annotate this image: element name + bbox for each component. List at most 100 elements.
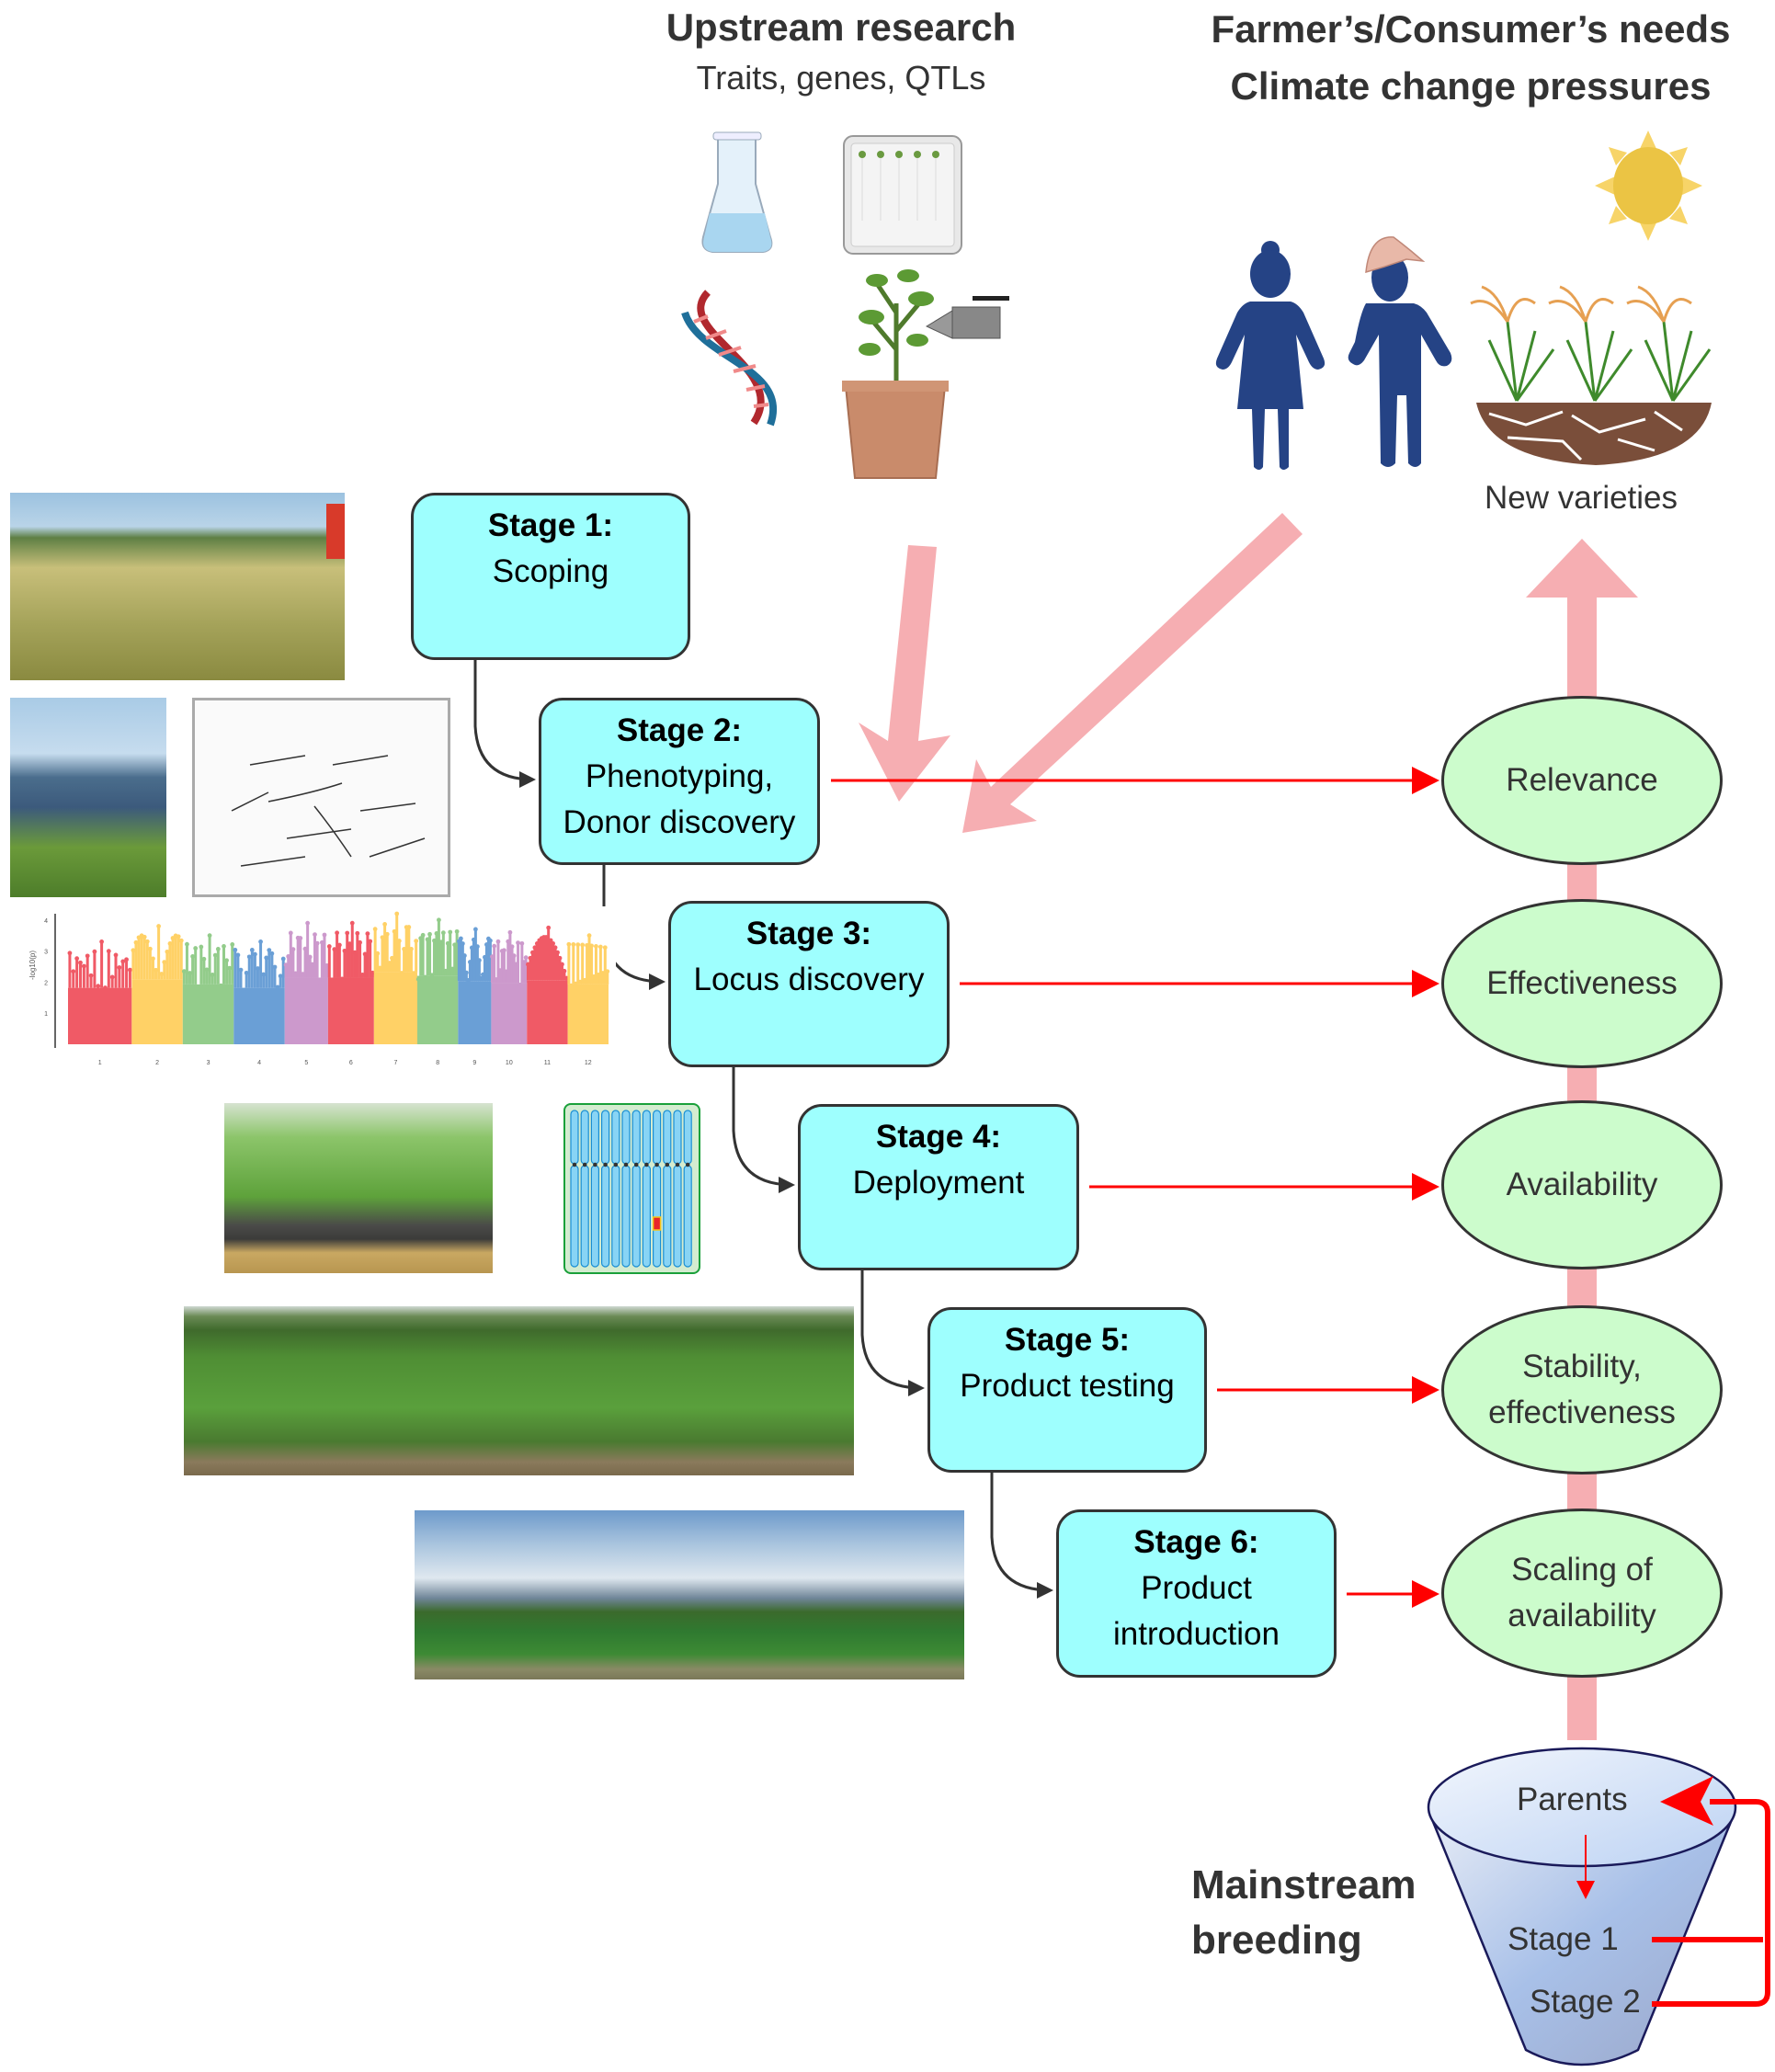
chromosome-4-points xyxy=(233,939,286,1044)
data-point xyxy=(117,965,122,970)
data-point xyxy=(329,978,335,984)
stage-4-box[interactable]: Stage 4: Deployment xyxy=(798,1104,1079,1270)
stage-3-box[interactable]: Stage 3: Locus discovery xyxy=(668,901,950,1067)
goal-effectiveness-label: Effectiveness xyxy=(1486,965,1678,1001)
data-point xyxy=(384,931,390,937)
goal-stability-label-line1: Stability, xyxy=(1522,1349,1642,1384)
chromosome-8-body xyxy=(416,975,459,1044)
stage-1-desc: Scoping xyxy=(492,553,609,589)
y-tick-label: 1 xyxy=(44,1011,48,1018)
x-tick-label: 2 xyxy=(155,1060,159,1066)
data-point xyxy=(215,947,221,951)
data-point xyxy=(278,973,283,979)
data-point xyxy=(252,951,257,957)
stage-6-box[interactable]: Stage 6: Product introduction xyxy=(1056,1509,1337,1678)
upstream-arrow xyxy=(859,545,950,802)
data-point xyxy=(185,941,189,947)
mainstream-breeding-funnel xyxy=(1427,1747,1770,2066)
data-point xyxy=(85,953,90,959)
data-point xyxy=(196,985,201,990)
data-point xyxy=(151,956,155,962)
goal-scaling-availability[interactable]: Scaling of availability xyxy=(1441,1508,1723,1678)
data-point xyxy=(519,940,525,946)
data-point xyxy=(99,939,104,944)
data-point xyxy=(502,948,506,953)
mainstream-breeding-title-line2: breeding xyxy=(1191,1918,1362,1963)
flask-icon xyxy=(701,131,773,253)
goal-availability[interactable]: Availability xyxy=(1441,1100,1723,1269)
data-point xyxy=(267,948,272,952)
data-point xyxy=(275,985,280,990)
chromosome-bars xyxy=(570,1110,692,1268)
data-point xyxy=(71,969,76,974)
data-point xyxy=(396,939,402,943)
data-point xyxy=(261,972,267,977)
centromere xyxy=(633,1162,639,1167)
data-point xyxy=(476,958,482,963)
data-point xyxy=(332,947,337,952)
data-point xyxy=(109,974,115,980)
stage-1-title: Stage 1: xyxy=(487,507,614,543)
stage-5-box[interactable]: Stage 5: Product testing xyxy=(927,1307,1207,1473)
chromosome-1-points xyxy=(67,939,132,1044)
data-point xyxy=(74,956,80,962)
data-point xyxy=(272,964,278,970)
goal-stability-effectiveness[interactable]: Stability, effectiveness xyxy=(1441,1305,1723,1474)
y-tick-label: 3 xyxy=(44,950,48,956)
data-point xyxy=(359,973,365,977)
data-point xyxy=(336,942,342,948)
data-point xyxy=(193,946,199,951)
rice-dry-soil-icon xyxy=(1470,285,1712,465)
data-point xyxy=(406,925,412,929)
chromosome-10-body xyxy=(491,983,528,1044)
chromosome-9-body xyxy=(458,981,492,1044)
chromosome-2-body xyxy=(131,979,183,1044)
data-point xyxy=(313,932,317,938)
data-point xyxy=(113,952,119,958)
needs-arrow xyxy=(962,513,1303,833)
data-point xyxy=(437,917,441,923)
stage-4-desc: Deployment xyxy=(852,1165,1025,1201)
stage-1-box[interactable]: Stage 1: Scoping xyxy=(411,493,690,660)
data-point xyxy=(551,940,555,946)
stage-6-title: Stage 6: xyxy=(1133,1524,1259,1560)
data-point xyxy=(298,936,303,940)
funnel-level-stage2: Stage 2 xyxy=(1530,1984,1641,2020)
chromosome-6-points xyxy=(326,920,375,1044)
data-point xyxy=(305,920,311,926)
data-point xyxy=(314,940,320,946)
data-point xyxy=(88,973,94,978)
chromosome-arm xyxy=(621,1165,631,1268)
stage-2-box[interactable]: Stage 2: Phenotyping, Donor discovery xyxy=(539,698,820,865)
data-point xyxy=(586,933,592,939)
chromosome-arm xyxy=(600,1165,610,1268)
upstream-research-title: Upstream research xyxy=(666,6,1017,49)
goal-relevance[interactable]: Relevance xyxy=(1441,696,1723,865)
chromosome-arm xyxy=(642,1110,652,1165)
data-point xyxy=(288,930,293,936)
data-point xyxy=(339,976,345,982)
data-point xyxy=(427,931,432,937)
chromosome-3-body xyxy=(182,984,234,1044)
chromosome-11-points xyxy=(526,925,569,1044)
data-point xyxy=(555,950,560,955)
chromosome-12-points xyxy=(566,933,610,1044)
data-point xyxy=(562,968,567,973)
chromosome-arm xyxy=(590,1110,599,1165)
data-point xyxy=(415,976,421,982)
x-tick-label: 12 xyxy=(585,1060,592,1066)
chromosome-arm xyxy=(611,1110,620,1165)
data-point xyxy=(560,962,564,967)
x-tick-label: 4 xyxy=(257,1060,261,1066)
data-point xyxy=(355,930,360,936)
data-point xyxy=(440,930,446,936)
data-point xyxy=(597,944,603,950)
data-point xyxy=(264,955,269,961)
chromosome-arm xyxy=(600,1110,610,1165)
chromosome-9-points xyxy=(456,927,493,1044)
goal-effectiveness[interactable]: Effectiveness xyxy=(1441,899,1723,1068)
data-point xyxy=(342,948,347,953)
data-point xyxy=(201,956,207,962)
data-point xyxy=(120,959,126,964)
